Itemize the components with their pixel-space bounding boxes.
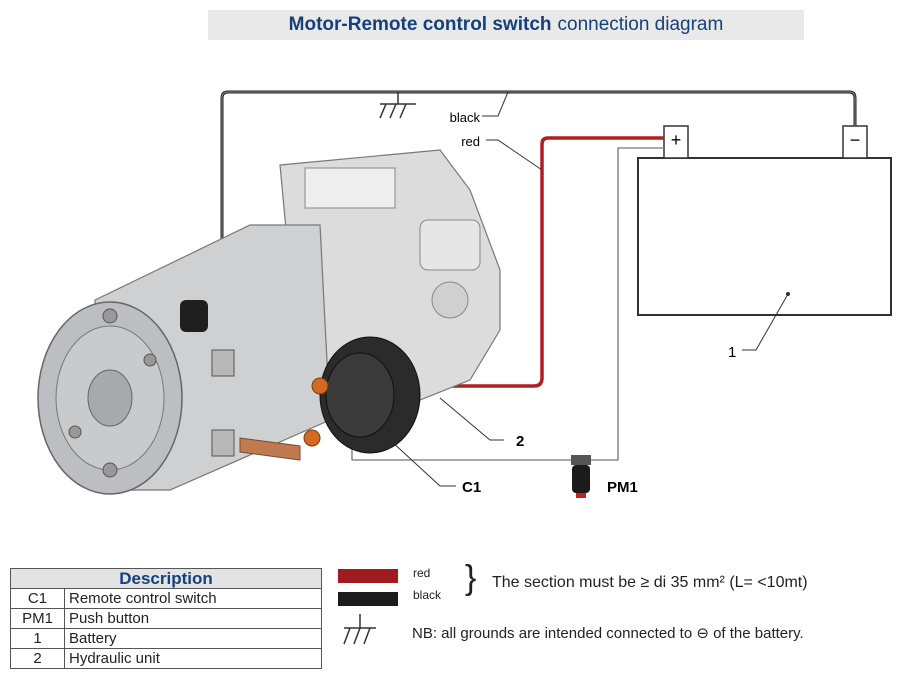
hydraulic-unit-drawing xyxy=(37,149,501,495)
label-c1: C1 xyxy=(462,479,481,496)
legend-brace: } xyxy=(465,559,477,597)
ground-note: NB: all grounds are intended connected t… xyxy=(412,625,804,642)
black-wire-swatch xyxy=(338,592,398,606)
label-hydraulic-number: 2 xyxy=(516,433,524,450)
label-red: red xyxy=(461,134,480,149)
legend-black-label: black xyxy=(413,588,442,602)
red-wire xyxy=(320,136,664,388)
battery-box xyxy=(637,157,892,316)
plus-sign: + xyxy=(671,130,682,150)
wiring-diagram: + − xyxy=(37,90,892,498)
ground-symbol-top xyxy=(379,92,416,119)
label-black: black xyxy=(450,110,481,125)
minus-sign: − xyxy=(850,130,861,150)
section-note: The section must be ≥ di 35 mm² (L= <10m… xyxy=(492,574,808,591)
ground-symbol-legend xyxy=(343,614,376,645)
title-rest: connection diagram xyxy=(557,14,724,35)
label-pm1: PM1 xyxy=(607,479,638,496)
table-header: Description xyxy=(10,568,322,589)
pm1-push-button xyxy=(571,455,591,498)
diagram-title: Motor-Remote control switch connection d… xyxy=(208,10,804,40)
label-battery-number: 1 xyxy=(728,344,736,361)
battery-minus-terminal xyxy=(842,125,868,159)
title-bold: Motor-Remote control switch xyxy=(288,14,552,35)
red-wire-swatch xyxy=(338,569,398,583)
legend-red-label: red xyxy=(413,566,431,580)
battery-plus-terminal xyxy=(663,125,689,159)
